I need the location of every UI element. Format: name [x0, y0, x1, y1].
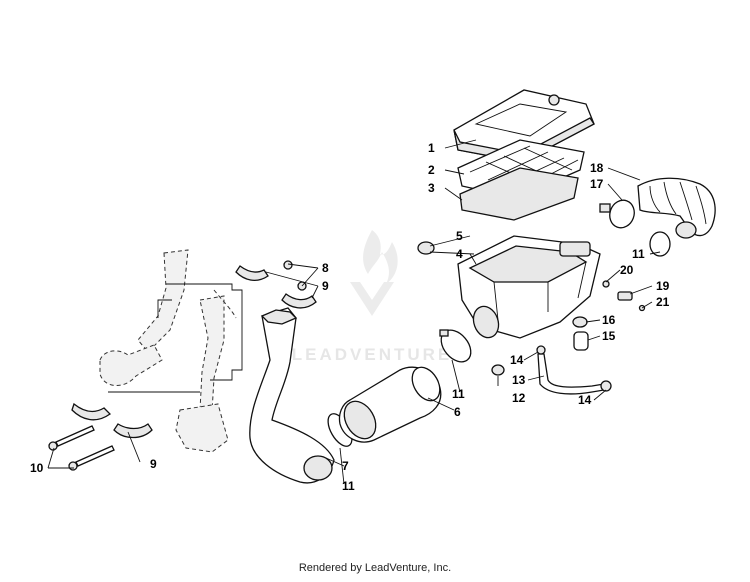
watermark: LEADVENTURE	[292, 230, 453, 364]
fitting-20	[602, 280, 610, 288]
callout-14-lower: 14	[578, 393, 592, 407]
screw-10	[48, 425, 115, 471]
air-box-4	[457, 235, 601, 339]
callout-20: 20	[620, 263, 634, 277]
clamp-17	[599, 199, 635, 229]
drain-tube-13	[536, 345, 612, 395]
frame-reference-phantom	[99, 249, 237, 453]
bracket-9-left	[71, 402, 153, 439]
callout-9-upper: 9	[322, 279, 329, 293]
callout-14-upper: 14	[510, 353, 524, 367]
callout-15: 15	[602, 329, 616, 343]
callout-11-lower: 11	[342, 479, 355, 493]
pre-filter-3	[459, 167, 579, 221]
callout-9-lower: 9	[150, 457, 157, 471]
clamp-11-middle	[439, 329, 472, 363]
callout-7: 7	[342, 459, 349, 473]
bracket-9-upper	[235, 265, 317, 309]
callout-2: 2	[428, 163, 435, 177]
callout-11-right: 11	[632, 247, 645, 261]
callout-18: 18	[590, 161, 604, 175]
callout-5: 5	[456, 229, 463, 243]
cap-15	[573, 331, 589, 351]
leader-lines	[47, 139, 661, 485]
footer-credit: Rendered by LeadVenture, Inc.	[298, 562, 452, 574]
callout-19: 19	[656, 279, 670, 293]
reference-outline	[108, 283, 243, 393]
clamp-16	[572, 316, 588, 328]
plug-12	[491, 364, 505, 376]
callout-21: 21	[656, 295, 670, 309]
callout-13: 13	[512, 373, 526, 387]
callout-16: 16	[602, 313, 616, 327]
callout-8: 8	[322, 261, 329, 275]
callout-10: 10	[30, 461, 44, 475]
watermark-brand: LEADVENTURE	[292, 345, 453, 364]
fitting-19	[617, 291, 633, 301]
clamp-11-right	[649, 231, 671, 257]
outlet-boot-18	[637, 177, 716, 239]
callout-17: 17	[590, 177, 604, 191]
nut-8	[283, 260, 307, 291]
callout-labels: 1 2 3 5 4 8 9 10 9 11 6 7 11 18 17 11 20…	[30, 141, 670, 493]
intake-boot-6	[338, 366, 442, 443]
callout-11-middle: 11	[452, 387, 465, 401]
callout-1: 1	[428, 141, 435, 155]
air-box-cover-1	[453, 89, 595, 163]
callout-6: 6	[454, 405, 461, 419]
callout-12: 12	[512, 391, 526, 405]
grommet-5	[417, 241, 435, 255]
callout-3: 3	[428, 181, 435, 195]
watermark-flame-icon	[363, 230, 398, 284]
intake-duct	[249, 307, 335, 484]
watermark-v-icon	[350, 282, 394, 316]
callout-4: 4	[456, 247, 463, 261]
